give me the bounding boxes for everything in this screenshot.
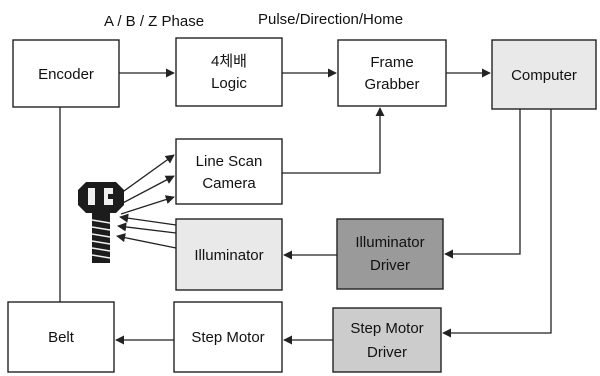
frame-grabber-block: Frame Grabber — [337, 39, 447, 107]
computer-to-illuminator-driver-arrow — [444, 109, 521, 259]
camera-view-ray-2 — [118, 175, 175, 206]
camera-label-line2: Camera — [202, 175, 256, 192]
computer-label: Computer — [511, 67, 577, 84]
bolt-object-icon — [78, 182, 124, 263]
frame-grabber-label-line1: Frame — [370, 54, 413, 71]
abz-phase-label: A / B / Z Phase — [104, 13, 204, 30]
belt-block: Belt — [7, 301, 115, 373]
step-motor-driver-label-line2: Driver — [367, 344, 407, 361]
illuminator-block: Illuminator — [175, 218, 283, 291]
step-motor-label: Step Motor — [191, 329, 264, 346]
logic-label-line2: Logic — [211, 75, 247, 92]
logic-block: 4체배 Logic — [175, 37, 283, 107]
computer-block: Computer — [491, 39, 597, 110]
illuminator-driver-block: Illuminator Driver — [336, 218, 444, 290]
camera-label-line1: Line Scan — [196, 153, 263, 170]
illuminator-driver-label-line2: Driver — [370, 257, 410, 274]
encoder-label: Encoder — [38, 66, 94, 83]
light-ray-1 — [119, 213, 177, 226]
camera-view-ray-1 — [116, 154, 175, 197]
pulse-direction-home-label: Pulse/Direction/Home — [258, 11, 403, 28]
illuminator-label: Illuminator — [194, 247, 263, 264]
step-motor-driver-block: Step Motor Driver — [332, 307, 442, 373]
illuminator-driver-label-line1: Illuminator — [355, 234, 424, 251]
light-ray-3 — [116, 233, 177, 249]
camera-view-ray-3 — [120, 195, 175, 215]
light-ray-2 — [117, 222, 177, 234]
belt-label: Belt — [48, 329, 75, 346]
line-scan-camera-block: Line Scan Camera — [175, 138, 283, 205]
computer-to-step-motor-driver-arrow — [442, 109, 552, 338]
step-motor-block: Step Motor — [173, 301, 283, 373]
step-motor-driver-label-line1: Step Motor — [350, 320, 423, 337]
camera-to-frame-grabber-arrow — [282, 107, 385, 174]
encoder-block: Encoder — [12, 39, 120, 108]
frame-grabber-label-line2: Grabber — [364, 76, 419, 93]
logic-label-line1: 4체배 — [211, 53, 247, 70]
